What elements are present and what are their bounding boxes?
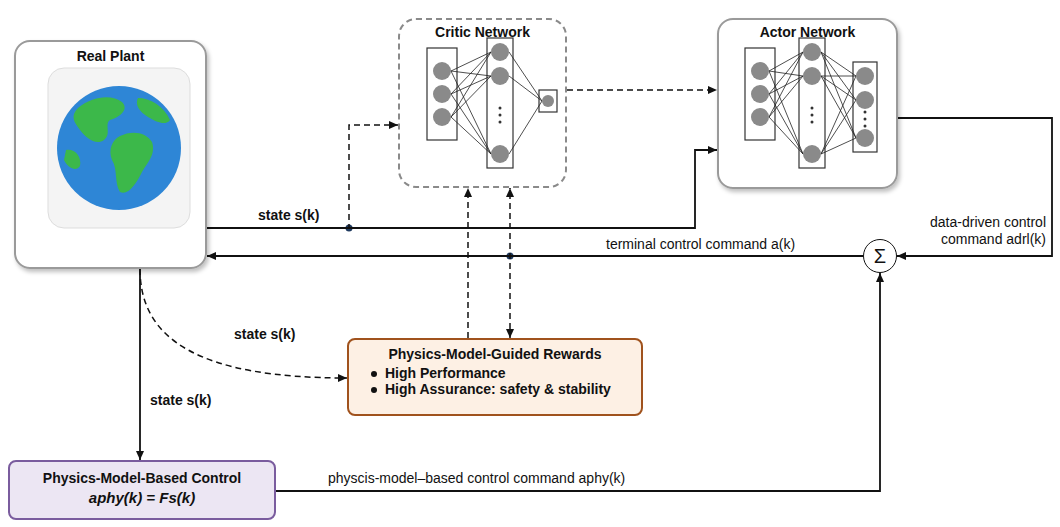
edge-label: terminal control command a(k)	[606, 236, 795, 252]
node-text: High Performance	[367, 365, 629, 381]
synapse-line	[509, 101, 542, 154]
synapse-line	[451, 117, 491, 154]
neuron	[433, 108, 451, 126]
dashed-connector	[140, 269, 347, 378]
synapse-line	[769, 94, 803, 154]
synapse-line	[821, 52, 856, 100]
physics-control-box: Physics-Model-Based Control aphy(k) = Fs(…	[8, 460, 276, 520]
neuron	[491, 145, 509, 163]
node-title: Physics-Model-Guided Rewards	[361, 346, 629, 362]
node-text: High Assurance: safety & stability	[367, 381, 629, 397]
plant-box: Real Plant	[14, 40, 207, 269]
neuron	[751, 62, 769, 80]
layer-column	[427, 48, 457, 140]
globe-land	[64, 150, 80, 169]
synapse-line	[509, 76, 542, 101]
edge-label: data-driven control command adrl(k)	[912, 214, 1046, 248]
node-title: Σ	[874, 246, 886, 266]
synapse-line	[821, 52, 856, 138]
synapse-line	[769, 52, 803, 94]
edge-label: state s(k)	[258, 207, 319, 223]
sum-junction: Σ	[863, 239, 897, 273]
connector	[276, 273, 880, 491]
dashed-connector	[467, 188, 469, 338]
ellipsis-dot	[499, 107, 502, 110]
synapse-line	[451, 94, 491, 154]
layer-column	[745, 48, 775, 140]
synapse-line	[769, 117, 803, 154]
connector	[897, 118, 1052, 256]
ellipsis-dot	[499, 121, 502, 124]
neuron	[803, 67, 821, 85]
node-text: aphy(k) = Fs(k)	[20, 489, 264, 506]
globe-ocean	[57, 86, 181, 210]
neuron	[491, 43, 509, 61]
node-title: Critic Network	[400, 20, 565, 40]
synapse-line	[821, 76, 856, 154]
reward-box: Physics-Model-Guided RewardsHigh Perform…	[347, 338, 643, 416]
ellipsis-dot	[811, 114, 814, 117]
ellipsis-dot	[499, 114, 502, 117]
critic-box: Critic Network	[398, 18, 567, 188]
ellipsis-dot	[811, 121, 814, 124]
neuron	[803, 145, 821, 163]
icon-tile	[48, 68, 190, 228]
neuron	[433, 62, 451, 80]
neuron	[803, 43, 821, 61]
neuron	[491, 67, 509, 85]
edge-label: state s(k)	[234, 326, 295, 342]
dashed-connector	[207, 125, 398, 228]
neuron	[856, 67, 874, 85]
synapse-line	[769, 71, 803, 154]
actor-box: Actor Network	[717, 18, 898, 189]
synapse-line	[769, 76, 803, 117]
synapse-line	[451, 52, 491, 117]
ellipsis-dot	[864, 125, 867, 128]
synapse-line	[821, 138, 856, 154]
node-title: Physics-Model-Based Control	[20, 470, 264, 486]
neuron	[856, 91, 874, 109]
synapse-line	[509, 52, 542, 101]
neuron	[856, 129, 874, 147]
ellipsis-dot	[864, 111, 867, 114]
dashed-connector	[567, 89, 717, 91]
connector	[207, 255, 863, 257]
synapse-line	[769, 52, 803, 117]
layer-column	[799, 38, 825, 168]
neuron	[433, 85, 451, 103]
ellipsis-dot	[811, 107, 814, 110]
edge-label: physcis-model–based control command aphy…	[326, 470, 627, 486]
dashed-connector	[510, 188, 863, 256]
connector	[139, 269, 141, 460]
ellipsis-dot	[864, 118, 867, 121]
layer-column	[487, 38, 513, 168]
edge-label: state s(k)	[150, 392, 211, 408]
node-title: Actor Network	[719, 20, 896, 40]
globe-land	[110, 133, 153, 193]
globe-land	[74, 97, 125, 142]
synapse-line	[821, 76, 856, 138]
synapse-line	[451, 76, 491, 117]
synapse-line	[451, 71, 491, 154]
dashed-connector	[510, 256, 863, 338]
globe-land	[137, 98, 170, 123]
neuron	[542, 95, 554, 107]
layer-column	[853, 62, 877, 152]
neuron	[751, 85, 769, 103]
connector	[207, 150, 717, 228]
neural-net-drawing	[427, 38, 877, 168]
synapse-line	[821, 76, 856, 77]
node-title: Real Plant	[16, 42, 205, 64]
neuron	[751, 108, 769, 126]
synapse-line	[451, 52, 491, 94]
synapse-line	[821, 100, 856, 154]
